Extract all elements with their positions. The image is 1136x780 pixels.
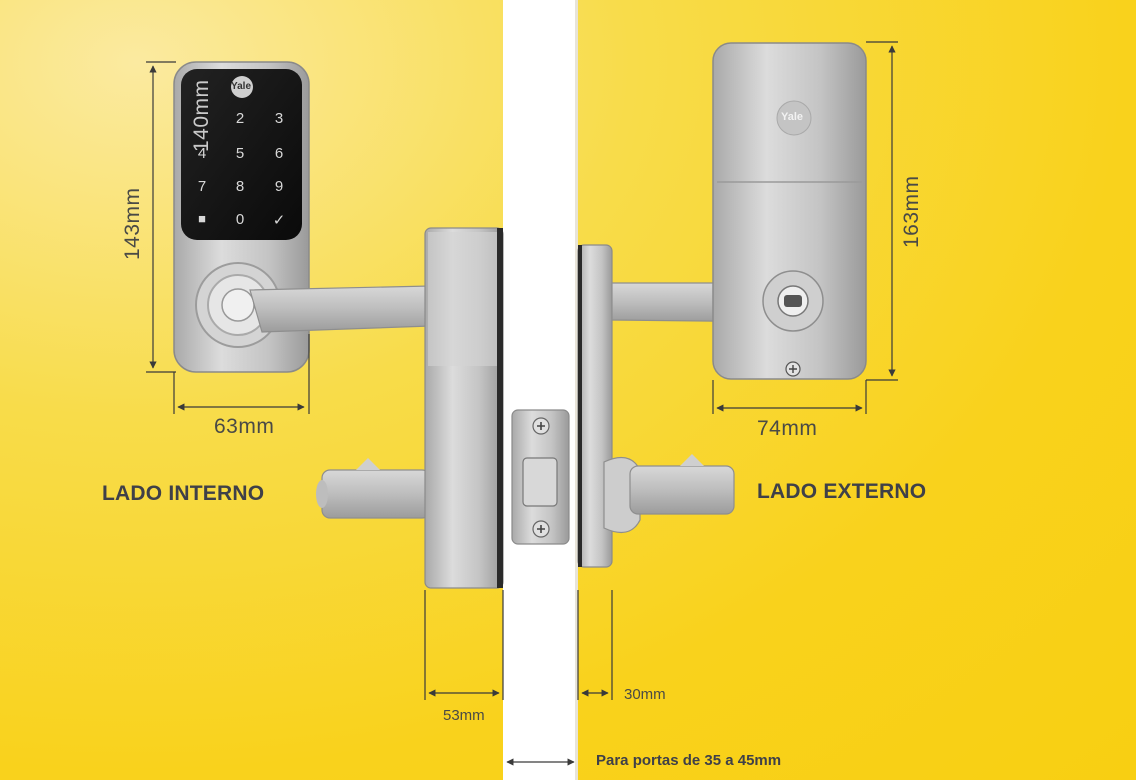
key-4: 4: [197, 145, 207, 162]
key-9: 9: [274, 178, 284, 195]
inner-lever-handle: [249, 285, 431, 333]
key-8: 8: [235, 178, 245, 195]
outer-depth-label: 30mm: [624, 686, 666, 703]
key-7: 7: [197, 178, 207, 195]
door-thickness-note: Para portas de 35 a 45mm: [596, 752, 782, 769]
key-0: 0: [235, 211, 245, 228]
inner-knob-handle: [316, 458, 431, 519]
outer-knob-handle: [603, 454, 735, 534]
key-2: 2: [235, 110, 245, 127]
inner-height-label: 143mm: [121, 187, 144, 260]
lock-icon: ■: [198, 211, 206, 226]
strike-plate: [511, 409, 570, 545]
outer-lock-body: [712, 42, 867, 380]
inner-yale-logo: Yale: [231, 81, 252, 92]
inner-width-label: 63mm: [214, 415, 275, 438]
inner-chassis: [424, 227, 504, 589]
door-edge-shadow: [575, 0, 578, 780]
outer-yale-logo: Yale: [781, 111, 804, 123]
outer-width-label: 74mm: [757, 417, 818, 440]
keypad-height-label: 140mm: [190, 79, 213, 152]
key-5: 5: [235, 145, 245, 162]
inner-side-label: LADO INTERNO: [102, 482, 265, 505]
key-6: 6: [274, 145, 284, 162]
key-check: ✓: [272, 212, 286, 229]
key-3: 3: [274, 110, 284, 127]
inner-depth-label: 53mm: [443, 707, 485, 724]
outer-side-label: LADO EXTERNO: [757, 480, 927, 503]
door-panel: [503, 0, 578, 780]
outer-height-label: 163mm: [900, 175, 923, 248]
dimension-lines: [146, 41, 898, 766]
